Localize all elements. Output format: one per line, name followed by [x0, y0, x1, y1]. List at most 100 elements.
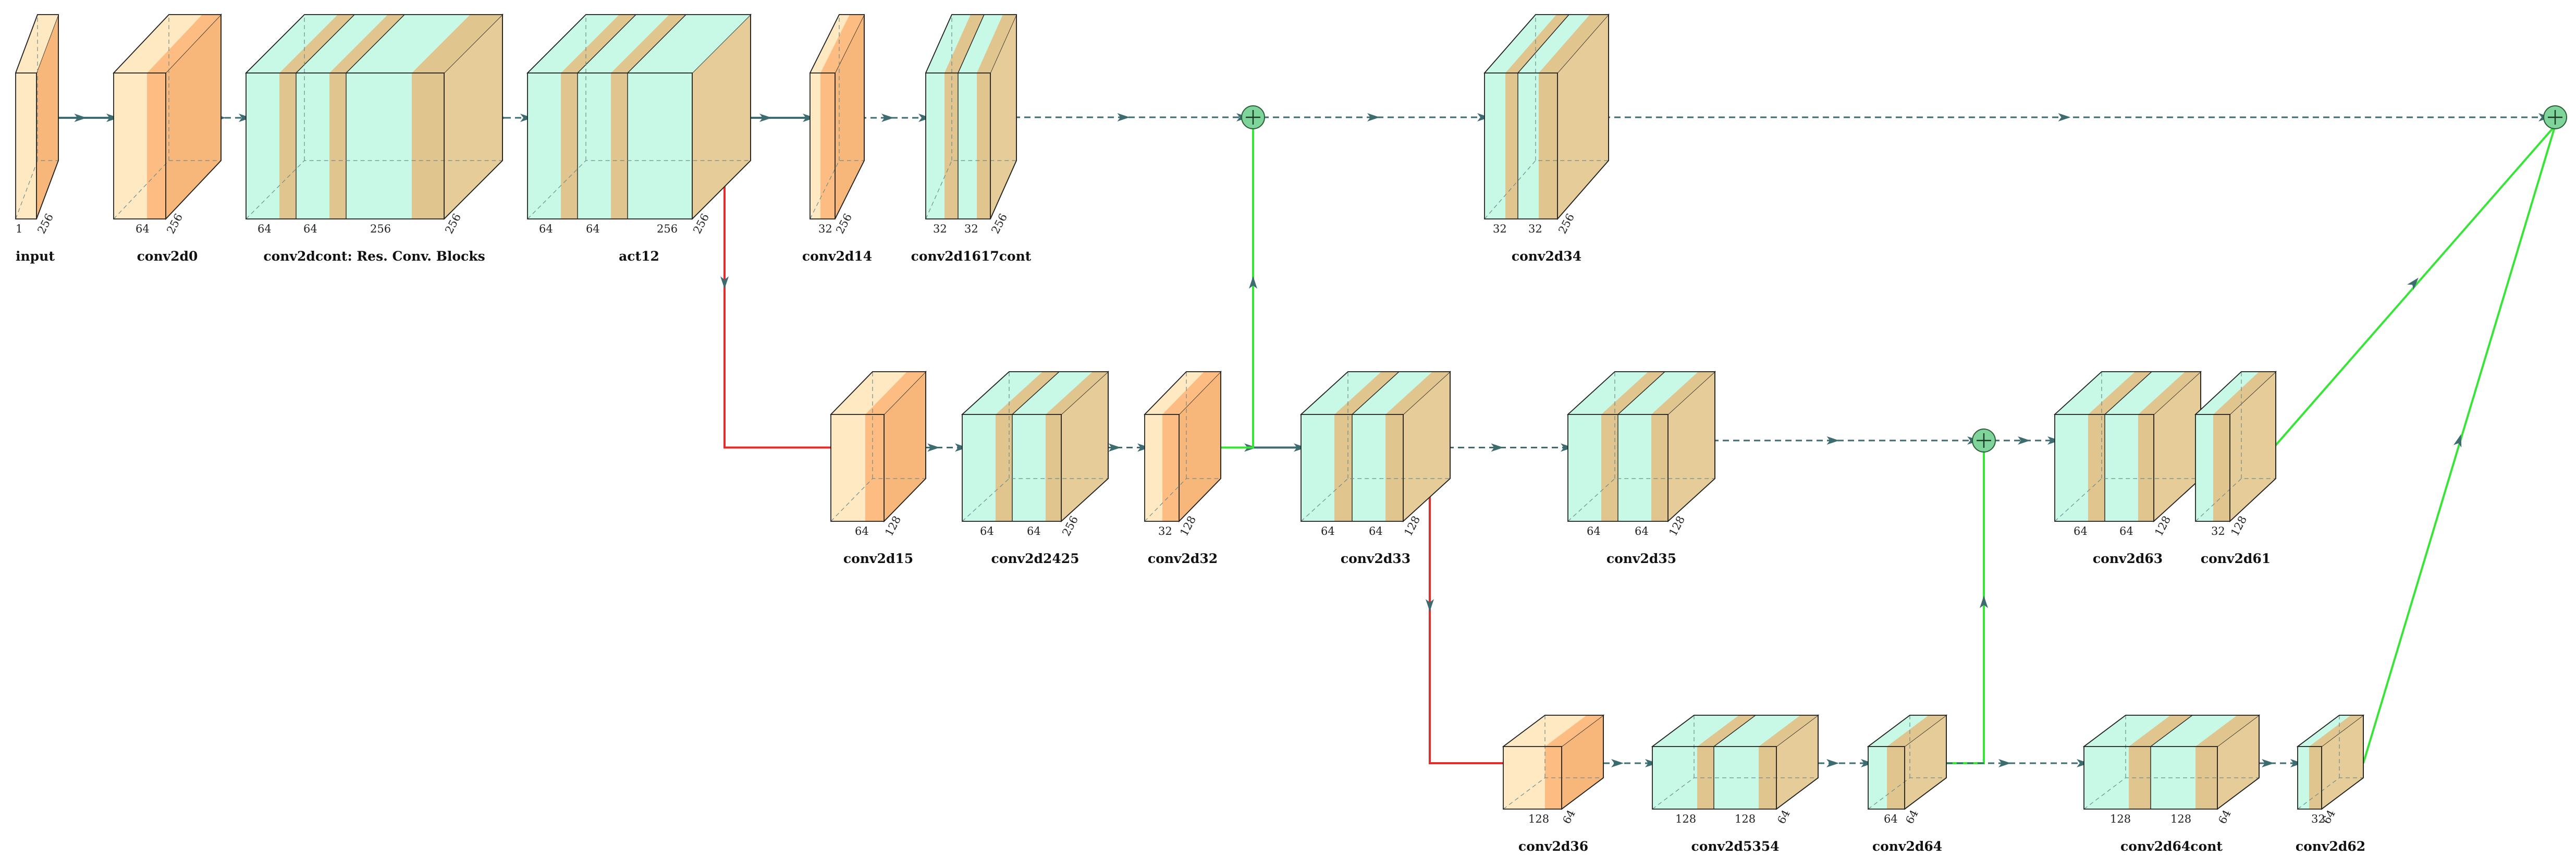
block-caption: conv2d14 [802, 249, 872, 264]
block-hidden-edges [2297, 715, 2363, 810]
arrow-head-icon [927, 443, 940, 452]
slab-top [926, 15, 971, 73]
slab-top [1759, 715, 1818, 747]
depth-label: 128 [2170, 813, 2191, 825]
block-caption: conv2d33 [1341, 551, 1410, 566]
depth-label: 64 [980, 525, 994, 537]
block-slab [1505, 73, 1518, 219]
slab-top [1887, 715, 1946, 747]
slab-top [2129, 715, 2192, 747]
link-sum-top-1-to-conv2d34 [1262, 113, 1490, 121]
block-slab [1352, 414, 1385, 521]
slab-edge [1012, 371, 1060, 415]
sum-node-plus [1977, 433, 1991, 448]
block-slab [1714, 747, 1759, 809]
block-slab [1012, 414, 1046, 521]
slab-top [2151, 715, 2237, 747]
block-slab [2055, 414, 2088, 521]
arrow-head-icon [803, 114, 815, 122]
depth-label: 64 [1635, 525, 1649, 537]
block-caption: conv2d64 [1872, 839, 1942, 854]
slab-top [2195, 715, 2259, 747]
block-slab [1334, 414, 1352, 521]
block-slab [996, 414, 1012, 521]
arrow-head-icon [759, 114, 772, 122]
slab-top [2105, 372, 2185, 414]
slab-top [944, 15, 984, 73]
arrow-head-icon [2290, 759, 2303, 767]
block-outline [2195, 414, 2230, 522]
slab-top [1352, 372, 1432, 414]
block-slab [865, 414, 884, 521]
arrow-head-icon [955, 443, 967, 452]
block-outline [830, 414, 885, 522]
side-label: 64 [1903, 808, 1921, 826]
link-conv2d35-to-sum-mid [1691, 436, 1980, 445]
block-outline-back [1868, 715, 1947, 810]
slab-edge [1352, 371, 1400, 415]
arrow-head-icon [1611, 759, 1624, 767]
depth-label: 64 [1587, 525, 1601, 537]
slab-top [528, 15, 619, 73]
depth-label: 32 [964, 223, 978, 235]
slab-top [1618, 372, 1698, 414]
block-outline [1301, 414, 1404, 522]
block-outline [1484, 72, 1558, 219]
block-outline-back [1652, 715, 1819, 810]
block-hidden-edges [2054, 372, 2201, 522]
slab-top [2195, 372, 2259, 414]
slab-top [962, 372, 1042, 414]
link-sum-mid-to-conv2d63 [1993, 436, 2060, 445]
arrow-head-icon [2262, 759, 2274, 767]
slab-top [2055, 372, 2135, 414]
slab-top [346, 15, 470, 73]
side-label: 64 [2216, 808, 2234, 826]
slab-top [1301, 372, 1381, 414]
slab-top [1652, 715, 1739, 747]
circle-plus-icon [1241, 105, 1265, 129]
block-caption: conv2d61 [2201, 551, 2271, 566]
depth-label: 32 [2211, 525, 2225, 537]
block-hidden-edges [113, 15, 221, 219]
depth-label: 32 [1158, 525, 1172, 537]
block-slab [1145, 414, 1162, 521]
arrow-head-icon [1826, 759, 1839, 767]
arrow-head-icon [1426, 599, 1434, 612]
slab-edge [346, 14, 405, 74]
block-hidden-edges [925, 15, 1016, 219]
arrow-head-icon [2453, 434, 2462, 448]
slab-top [246, 15, 338, 73]
slab-top [578, 15, 669, 73]
slab-edge [577, 14, 636, 74]
slab-top [628, 15, 751, 73]
block-outline-back [2195, 371, 2276, 522]
block-outline-back [246, 14, 503, 219]
block-slab [279, 73, 296, 219]
arrow-head-icon [1491, 443, 1504, 452]
side-label: 64 [1775, 808, 1793, 826]
block-slab [296, 73, 329, 219]
block-outline [15, 72, 37, 219]
block-slab [1539, 73, 1557, 219]
slab-top [1162, 372, 1221, 414]
arrow-head-icon [1645, 759, 1658, 767]
block-outline-back [2297, 715, 2364, 810]
arrow-head-icon [1294, 443, 1306, 452]
arrow-head-icon [1108, 443, 1121, 452]
block-outline [2054, 414, 2154, 522]
slab-top [1868, 715, 1929, 747]
block-outline [2083, 746, 2218, 810]
block-caption: conv2d62 [2296, 839, 2365, 854]
depth-label: 32 [2311, 813, 2325, 825]
slab-top [1568, 372, 1648, 414]
block-outline [1652, 746, 1777, 810]
depth-label: 64 [136, 223, 150, 235]
block-slab [2088, 414, 2105, 521]
slab-top [958, 15, 1003, 73]
depth-label: 64 [257, 223, 272, 235]
block-outline-back [2083, 715, 2260, 810]
